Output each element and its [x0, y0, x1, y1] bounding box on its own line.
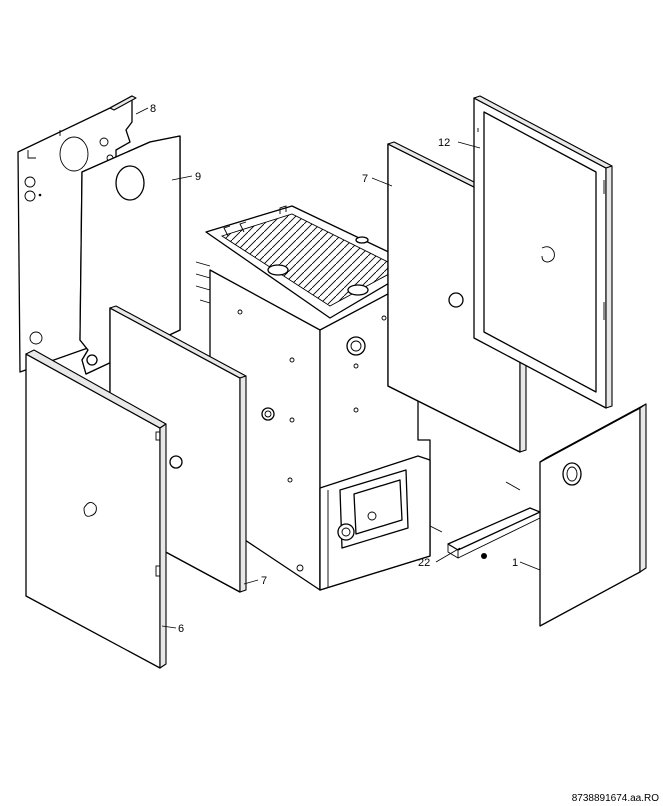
- bracket-rail-22: [429, 481, 541, 559]
- callout-6: 6: [178, 623, 184, 635]
- leader-lines: [135, 107, 541, 629]
- callout-9: 9: [195, 171, 201, 183]
- front-panel-1: [539, 403, 647, 627]
- callout-12: 12: [438, 137, 450, 149]
- door-panel-6: [25, 349, 167, 669]
- callout-8: 8: [150, 103, 156, 115]
- callout-1: 1: [512, 557, 518, 569]
- rear-insulation-9: [79, 135, 181, 375]
- callout-22: 22: [418, 557, 430, 569]
- callout-7-upper: 7: [362, 173, 368, 185]
- callout-7-lower: 7: [261, 575, 267, 587]
- drawing-code: 8738891674.aa.RO: [571, 793, 659, 804]
- callout-labels: 8 9 7 12 7 6 1 22: [150, 103, 518, 635]
- side-casing-12: [473, 95, 613, 409]
